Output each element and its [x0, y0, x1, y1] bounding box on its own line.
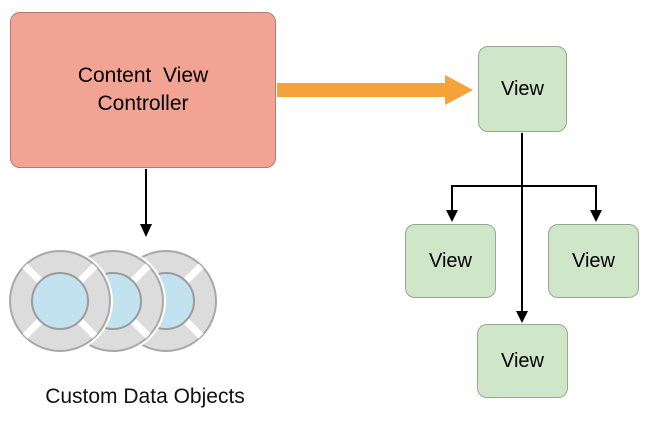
data-object-icon	[7, 248, 113, 354]
content-view-controller-box: Content View Controller	[10, 12, 276, 168]
view-tree-connector	[446, 133, 602, 323]
custom-data-objects-label: Custom Data Objects	[45, 385, 245, 408]
view-box-top: View	[478, 46, 567, 132]
view-box-right: View	[548, 224, 639, 298]
view-box-right-label: View	[572, 249, 615, 272]
content-view-controller-label: Content View Controller	[77, 63, 209, 115]
controller-to-view-arrow	[277, 75, 473, 105]
controller-to-data-arrow	[140, 169, 152, 237]
view-box-bottom-label: View	[501, 349, 544, 372]
view-box-left: View	[405, 224, 496, 298]
view-box-top-label: View	[501, 77, 544, 100]
view-box-bottom: View	[477, 324, 568, 398]
view-box-left-label: View	[429, 249, 472, 272]
